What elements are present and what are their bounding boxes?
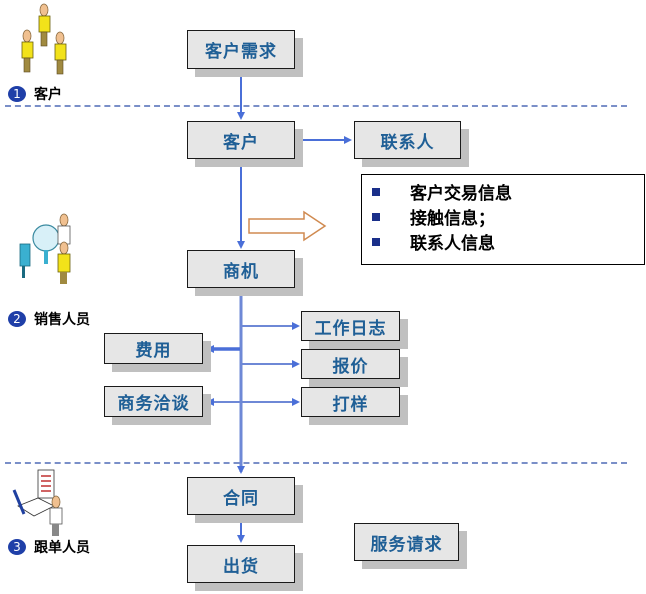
swimlane-divider-1 bbox=[5, 105, 627, 107]
node-contact[interactable]: 联系人 bbox=[354, 121, 461, 159]
node-sample[interactable]: 打样 bbox=[301, 387, 400, 417]
customers-icon bbox=[21, 3, 67, 75]
bullet-icon bbox=[372, 212, 380, 221]
role-label: 销售人员 bbox=[34, 312, 90, 328]
node-contract[interactable]: 合同 bbox=[187, 477, 295, 515]
bullet-icon bbox=[372, 187, 380, 196]
role-salesperson: 2 销售人员 bbox=[8, 309, 90, 329]
swimlane-divider-2 bbox=[5, 462, 627, 464]
role-follow-up-staff: 3 跟单人员 bbox=[8, 537, 90, 557]
node-customer-demand[interactable]: 客户需求 bbox=[187, 30, 295, 69]
role-number-badge: 2 bbox=[8, 311, 26, 327]
info-item: 联系人信息 bbox=[372, 229, 644, 254]
role-customer: 1 客户 bbox=[8, 84, 62, 104]
node-expense[interactable]: 费用 bbox=[104, 333, 203, 364]
bullet-icon bbox=[372, 237, 380, 246]
info-box: 客户交易信息 接触信息； 联系人信息 bbox=[361, 174, 645, 265]
node-service-request[interactable]: 服务请求 bbox=[354, 523, 459, 561]
info-item: 客户交易信息 bbox=[372, 179, 644, 204]
role-number-badge: 3 bbox=[8, 539, 26, 555]
follow-up-staff-icon bbox=[12, 469, 63, 536]
node-shipment[interactable]: 出货 bbox=[187, 545, 295, 583]
role-label: 客户 bbox=[34, 87, 62, 103]
role-label: 跟单人员 bbox=[34, 540, 90, 556]
node-quote[interactable]: 报价 bbox=[301, 349, 400, 379]
block-arrow-icon bbox=[248, 210, 327, 242]
info-item: 接触信息； bbox=[372, 204, 644, 229]
node-opportunity[interactable]: 商机 bbox=[187, 250, 295, 288]
node-customer[interactable]: 客户 bbox=[187, 121, 295, 159]
salesperson-icon bbox=[19, 213, 71, 284]
role-number-badge: 1 bbox=[8, 86, 26, 102]
node-work-log[interactable]: 工作日志 bbox=[301, 311, 400, 341]
node-negotiation[interactable]: 商务洽谈 bbox=[104, 386, 203, 417]
